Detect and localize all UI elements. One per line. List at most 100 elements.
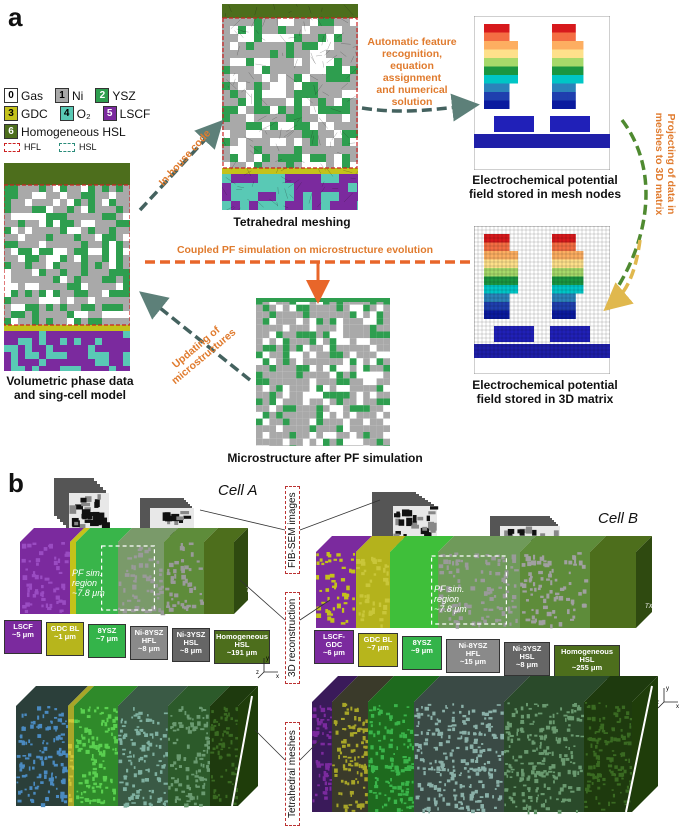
tetra-voxel <box>310 106 318 114</box>
micro-voxel <box>276 411 283 419</box>
potential-cell <box>492 259 501 268</box>
mesh-speck <box>94 773 99 778</box>
mesh-speck <box>69 759 74 762</box>
mesh-edge <box>260 152 263 154</box>
phase-voxel <box>39 199 46 206</box>
micro-voxel <box>262 378 270 386</box>
mesh-speck <box>107 714 112 719</box>
mesh-speck <box>572 703 576 707</box>
mesh-speck <box>37 734 42 738</box>
mesh-speck <box>572 770 577 775</box>
recon-speck <box>38 551 44 556</box>
mesh-speck <box>36 785 40 788</box>
potential-cell <box>567 276 576 285</box>
micro-voxel <box>302 405 310 412</box>
legend-label: Gas <box>21 88 44 103</box>
tetra-voxel <box>278 154 286 162</box>
micro-voxel <box>276 418 283 426</box>
cathode-voxel <box>4 359 11 366</box>
tetra-voxel <box>334 114 342 122</box>
potential-cell <box>574 268 584 277</box>
recon-speck <box>458 602 461 607</box>
mesh-speck <box>439 773 442 777</box>
cathode-voxel <box>60 345 67 352</box>
micro-voxel <box>323 405 330 412</box>
recon-speck <box>49 603 53 609</box>
potential-cell <box>552 259 561 268</box>
recon-speck <box>330 613 333 616</box>
tetra-voxel <box>318 106 326 114</box>
mesh-speck <box>93 782 97 786</box>
potential-cell <box>574 276 584 285</box>
micro-voxel <box>329 438 337 446</box>
recon-speck <box>181 568 185 574</box>
potential-cell <box>567 100 576 109</box>
mesh-speck <box>449 752 453 757</box>
mesh-speck <box>405 793 409 796</box>
micro-voxel <box>356 351 364 359</box>
micro-voxel <box>336 318 344 325</box>
mesh-speck <box>235 767 238 770</box>
mesh-speck <box>596 760 601 764</box>
mesh-speck <box>520 762 524 765</box>
micro-voxel <box>316 391 323 399</box>
tetra-voxel <box>326 82 334 90</box>
mesh-speck <box>600 808 606 811</box>
mesh-speck <box>552 771 556 774</box>
recon-speck <box>512 595 517 600</box>
phase-voxel <box>116 311 123 318</box>
fib-particle <box>420 527 430 535</box>
mesh-speck <box>607 764 613 768</box>
tetra-voxel <box>342 114 350 122</box>
mesh-speck <box>562 784 567 788</box>
tetra-voxel <box>302 82 310 90</box>
phase-voxel <box>67 269 74 276</box>
micro-voxel <box>256 318 263 325</box>
tetra-cathode <box>222 183 231 192</box>
mesh-speck <box>401 782 405 786</box>
recon-speck <box>383 577 388 582</box>
mesh-speck <box>553 780 555 784</box>
micro-voxel <box>309 425 317 432</box>
mesh-speck <box>47 706 51 709</box>
mesh-speck <box>90 758 95 761</box>
potential-cell <box>567 293 576 302</box>
tetra-voxel <box>278 122 286 130</box>
micro-voxel <box>309 311 317 319</box>
micro-voxel <box>262 371 270 379</box>
fib-particle <box>74 521 79 526</box>
phase-voxel <box>102 227 109 234</box>
recon-speck <box>440 554 446 557</box>
phase-voxel <box>95 283 102 290</box>
mesh-speck <box>69 765 74 768</box>
recon-speck <box>503 574 508 579</box>
tetra-voxel <box>262 66 270 74</box>
tetra-voxel <box>246 82 254 90</box>
mesh-speck <box>350 764 354 767</box>
phase-voxel <box>116 269 123 276</box>
recon-speck <box>449 553 452 557</box>
mesh-speck <box>539 742 542 744</box>
mesh-speck <box>63 769 68 773</box>
tetra-voxel <box>326 50 334 58</box>
mesh-speck <box>629 780 632 783</box>
tetra-voxel <box>350 130 358 138</box>
cathode-voxel <box>109 359 116 366</box>
mesh-speck <box>560 800 565 803</box>
mesh-speck <box>118 734 122 737</box>
caption-ep-matrix: Electrochemical potential field stored i… <box>472 378 618 406</box>
recon-speck <box>547 560 552 566</box>
mesh-edge <box>317 135 321 146</box>
phase-voxel <box>74 234 81 241</box>
recon-speck <box>573 608 576 612</box>
cathode-voxel <box>32 352 39 359</box>
mesh-speck <box>621 752 626 757</box>
tetra-voxel <box>318 98 326 106</box>
micro-voxel <box>356 358 364 365</box>
mesh-speck <box>75 739 79 742</box>
tetra-voxel <box>262 50 270 58</box>
cathode-voxel <box>11 338 18 345</box>
mesh-speck <box>490 773 494 778</box>
mesh-speck <box>96 706 100 710</box>
